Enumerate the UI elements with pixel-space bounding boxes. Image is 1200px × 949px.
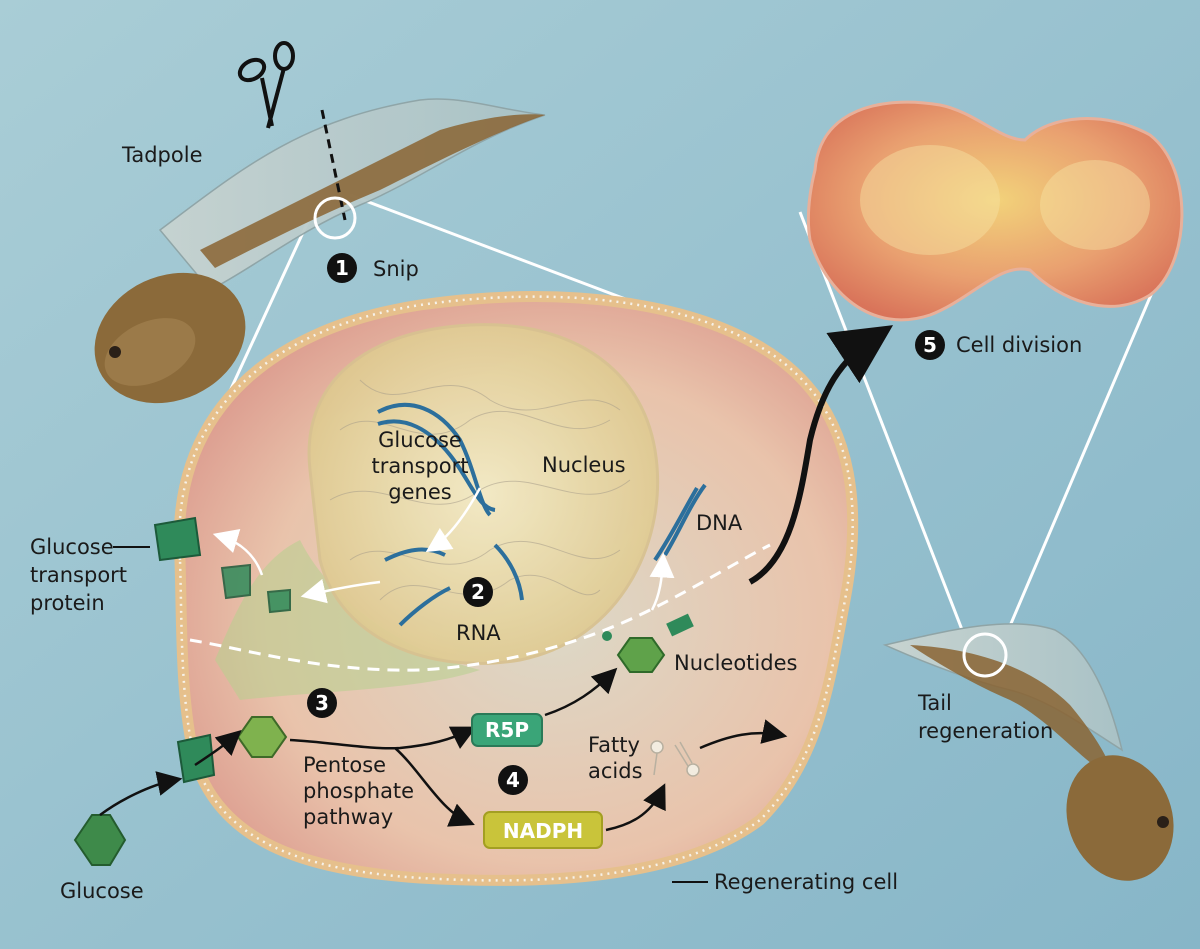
label-tail-regeneration-2: regeneration xyxy=(918,719,1053,743)
nadph-box: NADPH xyxy=(483,811,603,849)
tadpole-top xyxy=(94,98,546,404)
label-rna: RNA xyxy=(456,621,501,645)
label-glucose-transport-protein-1: Glucose xyxy=(30,535,114,559)
svg-text:2: 2 xyxy=(471,580,485,604)
label-pentose-pathway-2: phosphate xyxy=(303,779,414,803)
svg-text:4: 4 xyxy=(506,768,520,792)
step-badge-2: 2 xyxy=(463,577,493,607)
label-regenerating-cell: Regenerating cell xyxy=(714,870,898,894)
scissors-icon xyxy=(237,41,295,129)
pathway-arrows xyxy=(99,667,788,832)
nucleotide-icon xyxy=(602,613,694,673)
svg-text:1: 1 xyxy=(335,256,349,280)
label-nucleus: Nucleus xyxy=(542,453,626,477)
label-glucose-transport-genes-3: genes xyxy=(388,480,451,504)
step-badge-5: 5 xyxy=(915,330,945,360)
label-tadpole: Tadpole xyxy=(121,143,202,167)
label-nucleotides: Nucleotides xyxy=(674,651,797,675)
label-glucose-transport-genes-1: Glucose xyxy=(378,428,462,452)
label-glucose-transport-protein-3: protein xyxy=(30,591,105,615)
label-pentose-pathway-3: pathway xyxy=(303,805,393,829)
label-glucose-transport-genes-2: transport xyxy=(371,454,468,478)
label-glucose: Glucose xyxy=(60,879,144,903)
cell-division-image xyxy=(806,100,1184,322)
svg-text:5: 5 xyxy=(923,333,937,357)
division-arrow xyxy=(748,325,894,585)
label-pentose-pathway-1: Pentose xyxy=(303,753,386,777)
rna-strands-icon xyxy=(384,543,524,627)
label-dna: DNA xyxy=(696,511,743,535)
label-tail-regeneration-1: Tail xyxy=(917,691,952,715)
step-badge-1: 1 xyxy=(327,253,357,283)
label-cell-division: Cell division xyxy=(956,333,1082,357)
dna-helix-icon xyxy=(377,402,707,562)
label-glucose-transport-protein-2: transport xyxy=(30,563,127,587)
fatty-acid-icon xyxy=(650,740,700,777)
r5p-box: R5P xyxy=(471,713,543,747)
glucose-inside-icon xyxy=(236,716,288,758)
r5p-label: R5P xyxy=(485,718,529,742)
glucose-molecule-icon xyxy=(73,814,127,866)
label-fatty-acids-2: acids xyxy=(588,759,643,783)
label-snip: Snip xyxy=(373,257,419,281)
nadph-label: NADPH xyxy=(503,819,583,843)
dashed-boundary xyxy=(189,543,771,672)
nucleus xyxy=(307,323,660,665)
transport-protein-icon xyxy=(153,516,291,784)
step-badge-3: 3 xyxy=(307,688,337,718)
tadpole-bottom xyxy=(882,623,1174,881)
label-fatty-acids-1: Fatty xyxy=(588,733,640,757)
white-arrows xyxy=(212,487,675,611)
svg-text:3: 3 xyxy=(315,691,329,715)
step-badge-4: 4 xyxy=(498,765,528,795)
